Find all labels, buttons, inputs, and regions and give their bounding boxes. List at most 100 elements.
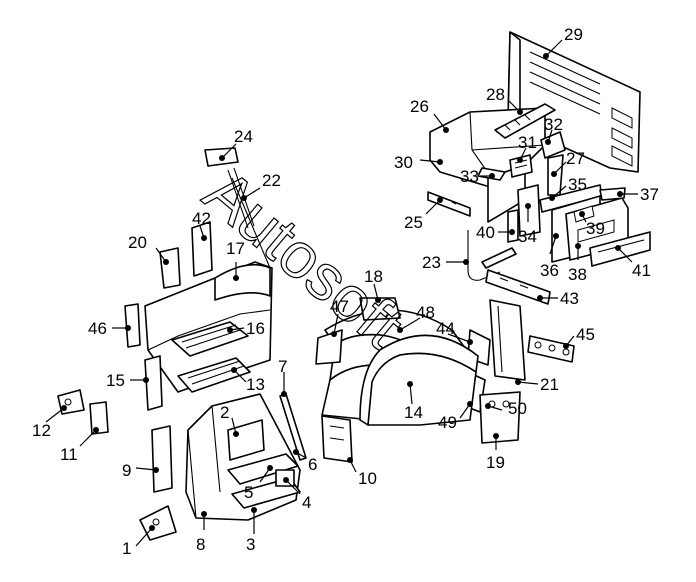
svg-text:27: 27 <box>566 149 585 168</box>
svg-text:29: 29 <box>564 25 583 44</box>
part-47-strip <box>315 329 343 365</box>
callout-20: 20 <box>128 233 169 265</box>
svg-text:33: 33 <box>460 167 479 186</box>
callout-39: 39 <box>579 211 605 238</box>
callout-30: 30 <box>394 153 443 172</box>
callout-7: 7 <box>278 357 287 397</box>
callout-17: 17 <box>226 239 245 281</box>
callout-10: 10 <box>347 457 377 488</box>
svg-text:34: 34 <box>518 227 537 246</box>
svg-text:5: 5 <box>244 483 253 502</box>
callout-18: 18 <box>364 267 383 303</box>
callout-48: 48 <box>397 303 435 333</box>
callout-45: 45 <box>563 325 595 349</box>
callout-9: 9 <box>122 461 159 480</box>
callout-13: 13 <box>231 367 265 394</box>
svg-text:10: 10 <box>358 469 377 488</box>
callout-4: 4 <box>283 477 311 512</box>
callout-22: 22 <box>241 171 281 201</box>
svg-text:17: 17 <box>226 239 245 258</box>
callout-6: 6 <box>293 449 317 474</box>
svg-text:42: 42 <box>192 209 211 228</box>
part-25-bar <box>427 191 471 217</box>
svg-text:45: 45 <box>576 325 595 344</box>
part-34-bracket <box>507 184 541 243</box>
callout-47: 47 <box>330 297 349 337</box>
svg-text:50: 50 <box>508 399 527 418</box>
callout-50: 50 <box>485 399 527 418</box>
svg-text:3: 3 <box>246 535 255 554</box>
callouts: 1 2 3 4 5 6 7 8 9 10 11 12 13 14 15 16 1… <box>32 25 659 558</box>
callout-28: 28 <box>486 85 523 115</box>
svg-text:36: 36 <box>540 261 559 280</box>
callout-29: 29 <box>543 25 583 59</box>
svg-text:1: 1 <box>122 539 131 558</box>
callout-42: 42 <box>192 209 211 241</box>
part-43-rail <box>485 269 551 305</box>
callout-37: 37 <box>617 185 659 204</box>
svg-text:9: 9 <box>122 461 131 480</box>
part-9-bracket <box>151 425 173 493</box>
svg-text:28: 28 <box>486 85 505 104</box>
callout-35: 35 <box>549 175 587 201</box>
callout-49: 49 <box>438 401 473 432</box>
svg-text:30: 30 <box>394 153 413 172</box>
svg-text:37: 37 <box>640 185 659 204</box>
callout-16: 16 <box>227 319 265 338</box>
svg-text:15: 15 <box>106 371 125 390</box>
callout-26: 26 <box>410 97 449 133</box>
svg-text:43: 43 <box>560 289 579 308</box>
callout-12: 12 <box>32 405 67 440</box>
svg-text:16: 16 <box>246 319 265 338</box>
svg-text:18: 18 <box>364 267 383 286</box>
callout-46: 46 <box>88 319 131 338</box>
svg-text:49: 49 <box>438 413 457 432</box>
svg-text:12: 12 <box>32 421 51 440</box>
svg-text:31: 31 <box>518 133 537 152</box>
svg-text:39: 39 <box>586 219 605 238</box>
svg-text:48: 48 <box>416 303 435 322</box>
callout-2: 2 <box>220 403 239 437</box>
callout-31: 31 <box>517 133 537 163</box>
svg-text:2: 2 <box>220 403 229 422</box>
svg-text:38: 38 <box>568 265 587 284</box>
part-20-bracket <box>159 247 181 289</box>
callout-11: 11 <box>60 427 99 464</box>
callout-40: 40 <box>476 223 515 242</box>
svg-text:13: 13 <box>246 375 265 394</box>
part-11-bracket <box>89 401 109 435</box>
part-23-rod <box>467 230 517 281</box>
callout-15: 15 <box>106 371 149 390</box>
callout-1: 1 <box>122 525 155 558</box>
callout-3: 3 <box>246 507 257 554</box>
callout-41: 41 <box>615 245 651 280</box>
callout-44: 44 <box>436 319 473 345</box>
svg-text:19: 19 <box>486 453 505 472</box>
svg-text:35: 35 <box>568 175 587 194</box>
part-6-step-plate <box>227 453 299 485</box>
callout-8: 8 <box>196 511 207 554</box>
part-31-bracket <box>477 131 566 196</box>
callout-24: 24 <box>219 127 253 161</box>
part-14-mudguard-inner <box>359 334 479 426</box>
callout-43: 43 <box>537 289 579 308</box>
part-18-clip <box>359 297 401 321</box>
svg-text:41: 41 <box>632 261 651 280</box>
part-46-bracket <box>124 303 141 348</box>
svg-text:23: 23 <box>422 253 441 272</box>
callout-34: 34 <box>518 203 537 246</box>
svg-text:32: 32 <box>544 115 563 134</box>
callout-25: 25 <box>404 197 443 232</box>
callout-33: 33 <box>460 167 495 186</box>
part-42-bracket <box>191 221 213 277</box>
svg-text:4: 4 <box>302 493 311 512</box>
svg-text:22: 22 <box>262 171 281 190</box>
part-17-step-box <box>144 261 273 393</box>
svg-text:24: 24 <box>234 127 253 146</box>
part-12-bracket <box>57 389 85 415</box>
callout-32: 32 <box>544 115 563 145</box>
svg-text:11: 11 <box>60 445 78 464</box>
callout-38: 38 <box>568 243 587 284</box>
part-45-bracket <box>527 335 575 363</box>
